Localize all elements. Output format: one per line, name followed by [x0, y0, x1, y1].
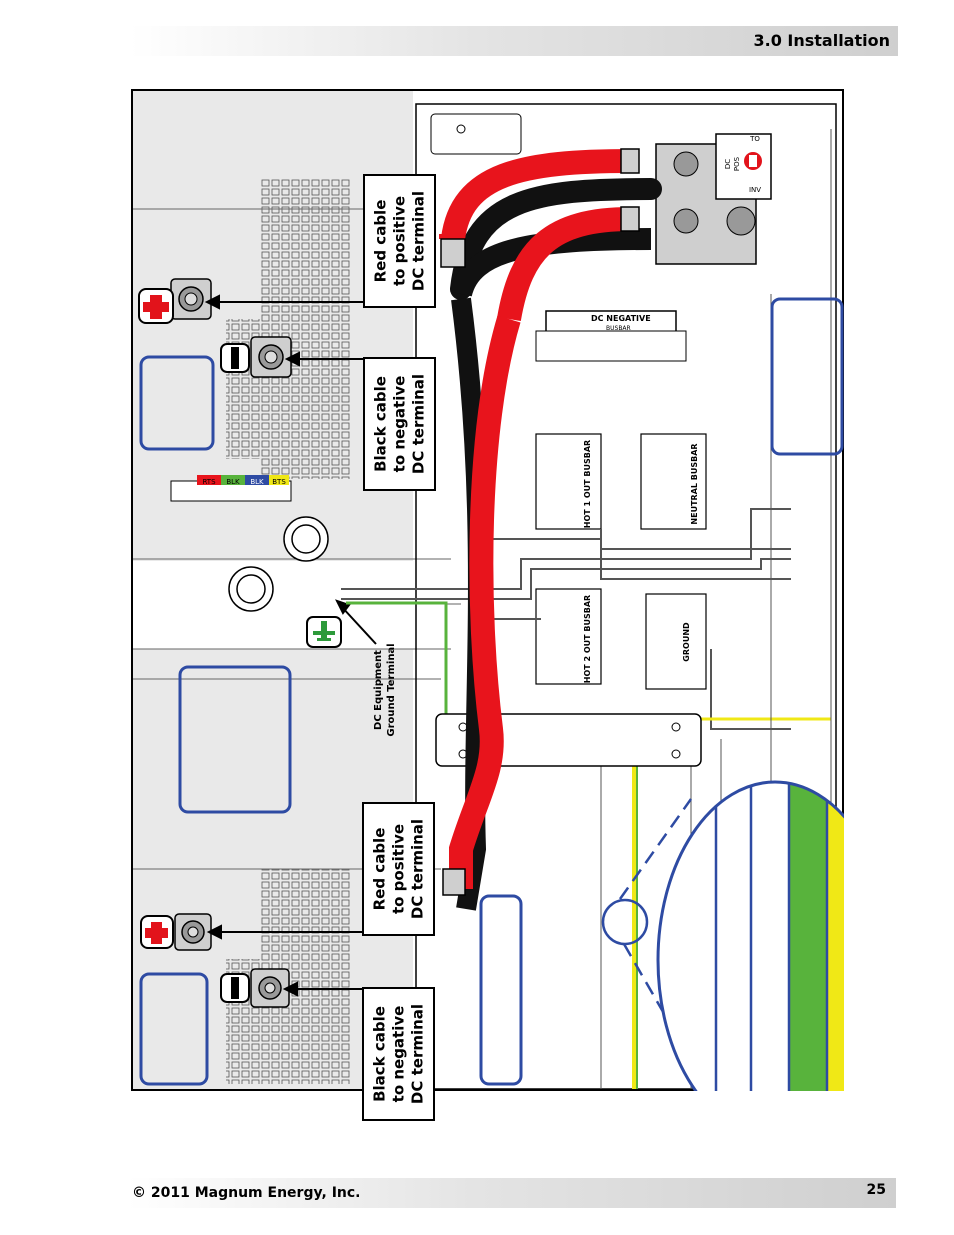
black-cable-upper	[450, 228, 652, 298]
ground-busbar-label: GROUND	[682, 622, 691, 662]
hot1-busbar-label: HOT 1 OUT BUSBAR	[583, 440, 592, 528]
callout-line: DC terminal	[409, 373, 427, 475]
callout-line: Red cable	[371, 199, 389, 283]
top-mounting-bracket	[430, 113, 522, 155]
copyright: © 2011 Magnum Energy, Inc.	[132, 1185, 361, 1201]
dc-terminal-block: DC POS TO INV	[655, 133, 772, 265]
callout-line: Black cable	[371, 376, 389, 472]
highlight-boxes	[139, 297, 844, 1086]
callout-top-black-cable: Black cable to negative DC terminal	[363, 357, 436, 491]
pos-label: POS	[733, 156, 741, 171]
top-negative-terminal	[250, 336, 292, 378]
bottom-negative-terminal	[250, 968, 290, 1008]
callout-bottom-black-cable: Black cable to negative DC terminal	[362, 987, 435, 1121]
inv-label: INV	[749, 186, 761, 194]
callout-bottom-red-cable: Red cable to positive DC terminal	[362, 802, 435, 936]
busbar-label: BUSBAR	[606, 325, 631, 332]
minus-icon	[220, 343, 250, 373]
section-title: 3.0 Installation	[753, 31, 890, 50]
callout-line: to positive	[389, 823, 407, 915]
callout-line: to positive	[390, 195, 408, 287]
top-positive-terminal	[170, 278, 212, 320]
dc-negative-label: DC NEGATIVE	[591, 314, 651, 323]
callout-line: DC terminal	[409, 190, 427, 292]
page-number: 25	[866, 1182, 886, 1198]
wiring-diagram: RTS BLK BLK BTS	[131, 89, 894, 1140]
dc-negative-busbar: DC NEGATIVE BUSBAR	[535, 310, 687, 362]
red-cable-loop	[497, 207, 632, 322]
black-cable-top	[450, 178, 662, 300]
ground-icon	[306, 616, 342, 648]
wiring-compartment	[415, 103, 837, 1090]
callout-arrows	[204, 294, 377, 997]
callout-line: to negative	[389, 1005, 407, 1103]
callout-line: to negative	[390, 375, 408, 473]
ground-label-line: DC Equipment	[373, 650, 384, 730]
temp-connector-label: BLK	[226, 478, 240, 486]
top-vent-grid	[261, 179, 351, 479]
to-label: TO	[749, 135, 760, 143]
temp-sensor-connector: RTS BLK BLK BTS	[170, 475, 292, 502]
temp-connector-label: RTS	[202, 478, 216, 486]
callout-line: DC terminal	[408, 1003, 426, 1105]
minus-icon	[220, 973, 250, 1003]
plus-icon	[140, 915, 174, 949]
temp-connector-label: BTS	[272, 478, 286, 486]
cable-lugs	[440, 148, 640, 896]
dc-ground-terminal-label: DC Equipment Ground Terminal	[372, 643, 398, 736]
ac-busbars	[535, 433, 707, 690]
hot2-busbar-label: HOT 2 OUT BUSBAR	[583, 595, 592, 683]
temp-connector-label: BLK	[250, 478, 264, 486]
red-cable-lower	[449, 315, 521, 889]
wiring-diagram-svg: RTS BLK BLK BTS	[131, 89, 894, 1140]
callout-line: Red cable	[370, 827, 388, 911]
callout-line: Black cable	[370, 1006, 388, 1102]
header-bar: 3.0 Installation	[130, 26, 898, 56]
red-cable-top	[441, 149, 632, 241]
conduit-fittings	[228, 516, 329, 612]
callout-line: DC terminal	[408, 818, 426, 920]
neutral-busbar-label: NEUTRAL BUSBAR	[690, 443, 699, 524]
ground-label-line: Ground Terminal	[386, 643, 397, 737]
dc-pos-label: DC	[724, 159, 732, 169]
plus-icon	[138, 288, 174, 324]
bottom-positive-terminal	[174, 913, 212, 951]
footer-bar: © 2011 Magnum Energy, Inc. 25	[128, 1178, 896, 1208]
callout-top-red-cable: Red cable to positive DC terminal	[363, 174, 436, 308]
